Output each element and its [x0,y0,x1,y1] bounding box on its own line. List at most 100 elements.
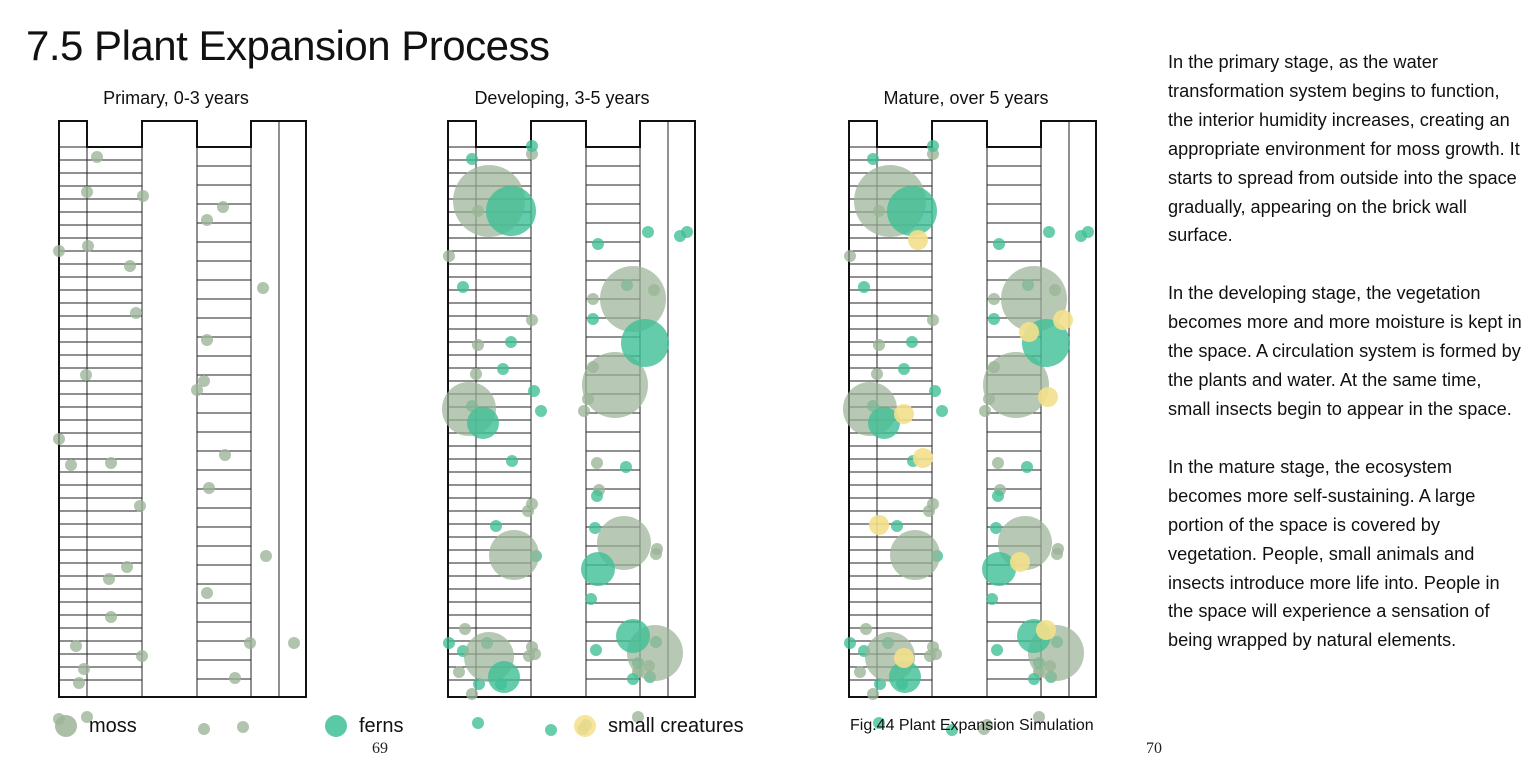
fern-dot [528,385,540,397]
small-creature-dot [913,448,933,468]
moss-patch [983,352,1049,418]
moss-patch [1001,266,1067,332]
small-creature-dot [894,648,914,668]
fern-patch [868,407,900,439]
moss-dot [854,666,866,678]
page-title: 7.5 Plant Expansion Process [26,22,550,69]
moss-dot [80,369,92,381]
fern-dot [497,363,509,375]
legend-ferns: ferns [325,712,403,740]
moss-dot [201,587,213,599]
fern-dot [587,313,599,325]
moss-dot [988,293,1000,305]
fern-dot [988,313,1000,325]
moss-patch [582,352,648,418]
frame-outline-primary [58,120,307,698]
moss-dot [53,245,65,257]
moss-dot [130,307,142,319]
moss-swatch-icon [55,715,77,737]
fern-dot [1028,673,1040,685]
moss-dot [257,282,269,294]
fern-dot [627,673,639,685]
fern-dot [585,593,597,605]
small-creatures-swatch-icon [574,715,596,737]
fern-dot [844,637,856,649]
legend-moss: moss [55,712,137,740]
fern-dot [1021,461,1033,473]
moss-dot [844,250,856,262]
moss-dot [121,561,133,573]
fern-dot [592,238,604,250]
moss-dot [927,314,939,326]
fern-patch [581,552,615,586]
small-creature-dot [1036,620,1056,640]
moss-dot [1051,548,1063,560]
moss-dot [978,723,990,735]
fern-dot [620,461,632,473]
small-creature-dot [1053,310,1073,330]
moss-dot [523,650,535,662]
moss-dot [453,666,465,678]
fern-patch [488,661,520,693]
fern-dot [535,405,547,417]
moss-dot [871,368,883,380]
moss-dot [860,623,872,635]
small-creature-dot [908,230,928,250]
moss-dot [198,375,210,387]
frame-outline-developing [447,120,696,698]
fern-dot [642,226,654,238]
moss-dot [81,711,93,723]
moss-dot [136,650,148,662]
moss-dot [53,433,65,445]
moss-patch [597,516,651,570]
moss-dot [650,548,662,560]
fern-patch [486,186,536,236]
moss-dot [201,334,213,346]
moss-patch [489,530,539,580]
moss-dot [472,339,484,351]
small-creature-dot [869,515,889,535]
fern-dot [1082,226,1094,238]
moss-dot [201,214,213,226]
moss-dot [103,573,115,585]
description-primary-stage: In the primary stage, as the water trans… [1168,52,1520,246]
moss-dot [70,640,82,652]
moss-dot [134,500,146,512]
fern-dot [993,238,1005,250]
moss-dot [522,505,534,517]
frame-outline-mature [848,120,1097,698]
moss-patch [998,516,1052,570]
fern-patch [621,319,669,367]
page-number-right: 70 [1146,740,1162,757]
legend-moss-label: moss [89,714,137,737]
description-developing-stage: In the developing stage, the vegetation … [1168,283,1522,419]
fern-patch [982,552,1016,586]
description-mature-stage: In the mature stage, the ecosystem becom… [1168,456,1500,651]
moss-dot [578,405,590,417]
fern-dot [946,724,958,736]
moss-dot [244,637,256,649]
moss-dot [229,672,241,684]
fern-dot [591,490,603,502]
fern-dot [991,644,1003,656]
fern-dot [443,637,455,649]
moss-dot [873,339,885,351]
fern-dot [457,281,469,293]
moss-dot [466,688,478,700]
legend-small-creatures-label: small creatures [608,714,744,737]
fern-dot [906,336,918,348]
fern-patch [616,619,650,653]
moss-dot [191,384,203,396]
fern-dot [472,717,484,729]
stage-description: In the primary stage, as the water trans… [1168,48,1523,684]
small-creature-dot [894,404,914,424]
moss-dot [219,449,231,461]
page-number-left: 69 [372,740,388,757]
moss-dot [923,505,935,517]
panel-title-primary: Primary, 0-3 years [103,88,249,108]
fern-dot [589,522,601,534]
moss-dot [73,677,85,689]
fern-patch [889,661,921,693]
moss-dot [203,482,215,494]
moss-dot [587,293,599,305]
